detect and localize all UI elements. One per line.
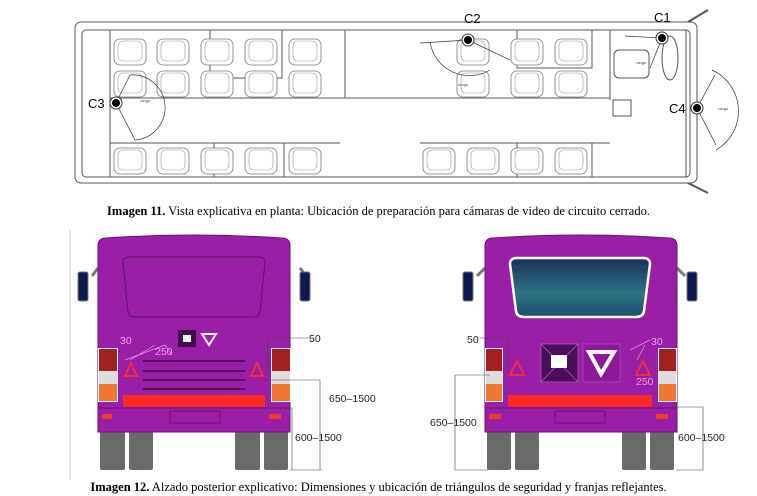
dim-250: 250 [155, 346, 173, 358]
dim-50: 50 [309, 333, 321, 345]
triangle-logo [200, 333, 218, 347]
camera-label-c2: C2 [464, 11, 481, 26]
bus-rear-left: 30 250 50 650–1500 600–1500 [77, 234, 376, 471]
caption-figure-11: Imagen 11. Vista explicativa en planta: … [0, 204, 757, 219]
triangle-logo [585, 350, 618, 379]
dim-650-1500: 650–1500 [329, 393, 376, 405]
caption-text: Alzado posterior explicativo: Dimensione… [149, 480, 667, 494]
seats [113, 38, 588, 175]
caption-label: Imagen 12. [90, 480, 150, 494]
caption-figure-12: Imagen 12. Alzado posterior explicativo:… [0, 480, 757, 495]
dim-650-1500: 650–1500 [430, 417, 477, 429]
dim-30: 30 [120, 335, 132, 347]
bus-plan-view [74, 9, 709, 194]
camera-label-c3: C3 [88, 96, 105, 111]
dim-600-1500: 600–1500 [295, 432, 342, 444]
dim-250: 250 [636, 376, 654, 388]
camera-ranges [115, 35, 739, 151]
dim-50: 50 [467, 334, 479, 346]
rear-window [508, 256, 652, 319]
caption-text: Vista explicativa en planta: Ubicación d… [165, 204, 650, 218]
bus-rear-right: 50 30 250 650–1500 600–1500 [430, 234, 725, 471]
dim-30: 30 [651, 336, 663, 348]
camera-label-c4: C4 [669, 101, 686, 116]
dim-600-1500: 600–1500 [678, 432, 725, 444]
caption-label: Imagen 11. [107, 204, 166, 218]
range-label: rango [458, 82, 469, 87]
range-label: rango [636, 60, 647, 65]
camera-label-c1: C1 [654, 10, 671, 25]
range-label: rango [718, 106, 729, 111]
cameras: C1 C2 C3 C4 rango rango rango rango [88, 10, 729, 116]
range-label: rango [140, 98, 151, 103]
